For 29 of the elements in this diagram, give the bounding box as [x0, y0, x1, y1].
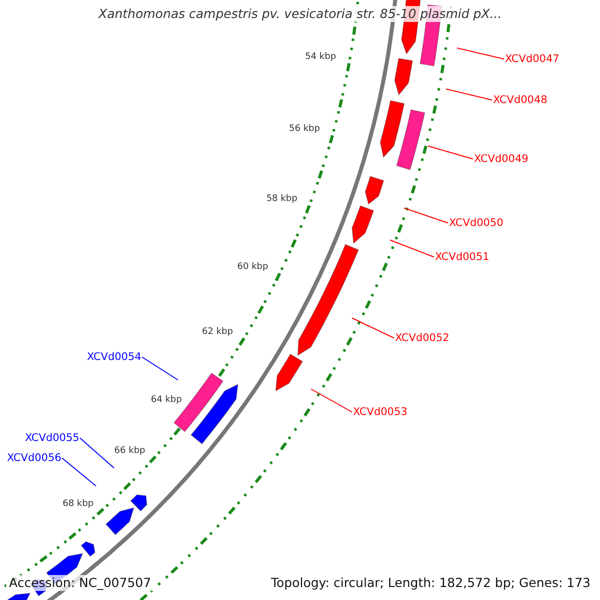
scale-label: 54 kbp [305, 52, 336, 62]
leader-line [142, 356, 178, 380]
leader-line [62, 458, 96, 486]
scale-label: 56 kbp [289, 124, 320, 134]
leader-line [446, 88, 492, 100]
scale-label: 68 kbp [62, 499, 94, 510]
gene-label: XCVd0049 [474, 153, 528, 166]
scale-label: 60 kbp [237, 262, 268, 273]
leader-line [404, 208, 448, 224]
scale-label: 64 kbp [150, 394, 182, 406]
scale-label: 58 kbp [266, 194, 298, 204]
scale-label: 66 kbp [114, 446, 146, 457]
gene-label: XCVd0052 [395, 332, 450, 344]
gene-label: XCVd0047 [505, 53, 560, 66]
gene-label: XCVd0050 [449, 217, 504, 230]
gene-label: XCVd0051 [435, 251, 490, 264]
gene-label: XCVd0048 [493, 94, 548, 106]
accession-text: Accession: NC_007507 [6, 575, 154, 592]
leader-line [352, 318, 394, 338]
leader-line [80, 438, 114, 468]
leader-line [456, 48, 504, 60]
gene-label: XCVd0054 [87, 351, 142, 364]
gene-label: XCVd0056 [7, 452, 62, 464]
gene-label: XCVd0055 [25, 432, 80, 444]
leader-line [310, 388, 352, 412]
scale-label: 62 kbp [202, 327, 233, 338]
leader-line [428, 146, 474, 160]
gene-label: XCVd0053 [353, 406, 408, 418]
leader-line [390, 240, 434, 258]
